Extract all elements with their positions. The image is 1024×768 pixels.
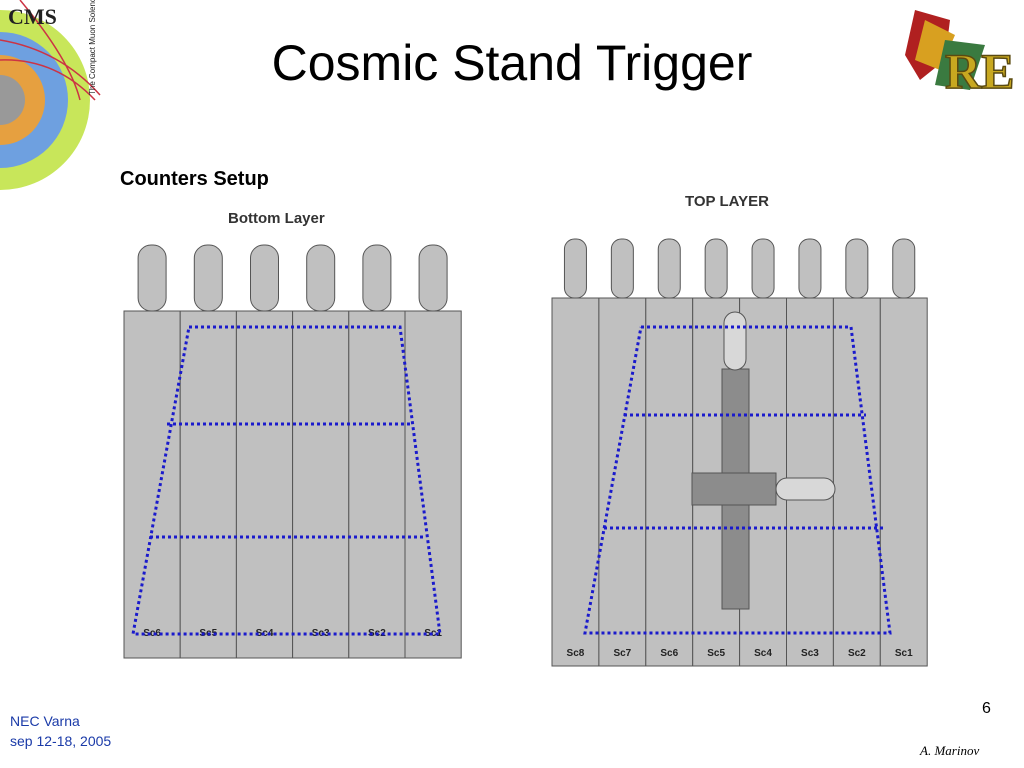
bottom-counter-bar	[348, 310, 406, 659]
bottom-pmt	[193, 244, 223, 312]
svg-text:CMS: CMS	[8, 4, 57, 29]
top-pmt	[751, 238, 775, 299]
top-counter-bar	[832, 297, 881, 667]
top-counter-label: Sc4	[754, 648, 772, 659]
top-counter-label: Sc1	[895, 648, 913, 659]
bottom-counter-label: Sc4	[256, 628, 274, 639]
bottom-counter-bar	[179, 310, 237, 659]
author: A. Marinov	[920, 743, 980, 758]
bottom-counter-bar	[123, 310, 181, 659]
top-counter-label: Sc5	[707, 648, 725, 659]
top-counter-label: Sc6	[660, 648, 678, 659]
bottom-counter-bar	[235, 310, 294, 659]
svg-text:The Compact Muon Solenoid: The Compact Muon Solenoid	[88, 0, 97, 95]
detector-horizontal-bar	[691, 472, 777, 506]
bottom-pmt	[362, 244, 392, 312]
top-pmt	[798, 238, 822, 299]
top-counter-label: Sc7	[613, 648, 631, 659]
top-layer-label: TOP LAYER	[685, 193, 769, 210]
bottom-counter-bar	[292, 310, 350, 659]
top-counter-label: Sc2	[848, 648, 866, 659]
subtitle: Counters Setup	[120, 168, 269, 190]
top-counter-bar	[551, 297, 600, 667]
svg-text:RE: RE	[945, 43, 1014, 99]
bottom-pmt	[418, 244, 448, 312]
bottom-trapezoid-outline	[131, 325, 442, 636]
bottom-pmt	[306, 244, 336, 312]
detector-side-pmt	[775, 477, 836, 501]
bottom-counter-label: Sc1	[424, 628, 442, 639]
top-pmt	[845, 238, 869, 299]
detector-top-pmt	[723, 311, 747, 371]
top-pmt	[563, 238, 587, 299]
top-counter-label: Sc3	[801, 648, 819, 659]
bottom-pmt	[250, 244, 279, 312]
bottom-counter-bar	[404, 310, 462, 659]
bottom-pmt	[137, 244, 167, 312]
top-pmt	[704, 238, 728, 299]
top-pmt	[892, 238, 916, 299]
page-number: 6	[982, 700, 991, 717]
re-logo: RE	[905, 5, 1017, 100]
bottom-layer-label: Bottom Layer	[228, 210, 325, 227]
conference-name: NEC Varna	[10, 713, 80, 729]
top-counter-label: Sc8	[567, 648, 585, 659]
top-counter-bar	[645, 297, 694, 667]
top-counter-bar	[598, 297, 647, 667]
cms-logo: CMS The Compact Muon Solenoid	[0, 0, 118, 190]
top-counter-bar	[879, 297, 928, 667]
top-pmt	[610, 238, 634, 299]
footer-conference: NEC Varna sep 12-18, 2005	[10, 711, 111, 751]
top-pmt	[657, 238, 681, 299]
bottom-counter-label: Sc3	[312, 628, 330, 639]
slide-title: Cosmic Stand Trigger	[271, 35, 753, 91]
top-trapezoid-outline	[583, 325, 892, 635]
conference-dates: sep 12-18, 2005	[10, 733, 112, 749]
bottom-counter-label: Sc6	[143, 628, 161, 639]
